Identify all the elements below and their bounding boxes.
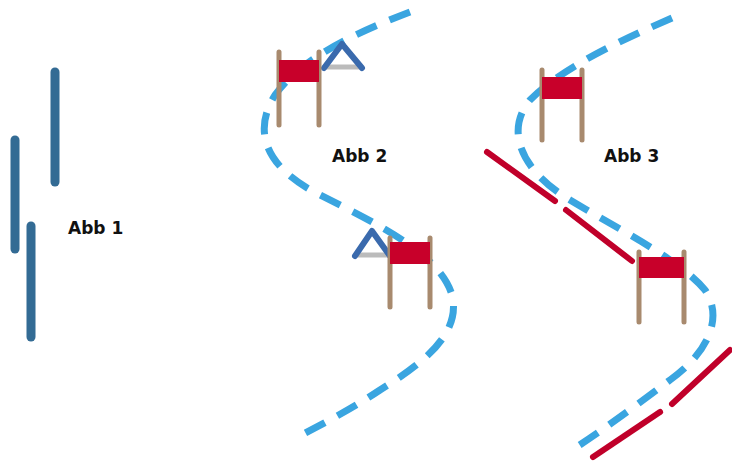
gate-chevron [324,44,362,68]
fall-line-segment [672,350,730,404]
gate-chevron [355,231,390,256]
slalom-gate [355,231,430,307]
figure-label: Abb 2 [332,146,387,166]
pole [27,226,36,337]
gate-base [326,65,360,70]
pole [11,140,20,249]
fall-line [487,152,730,457]
slalom-gate [639,252,684,322]
gate-flag [390,242,430,264]
figure-label: Abb 3 [604,146,659,166]
ski-track [518,18,713,450]
fall-line-segment [566,210,632,261]
gate-flag [639,257,684,278]
slalom-gate [542,70,582,140]
fall-line-segment [487,152,555,201]
gate-flag [542,77,582,99]
pole [51,72,60,182]
fall-line-segment [593,412,660,457]
pole-group [15,72,55,337]
gate-flag [279,60,319,82]
ski-track [264,12,453,437]
figure-label: Abb 1 [68,218,123,238]
slalom-gate [279,44,362,125]
